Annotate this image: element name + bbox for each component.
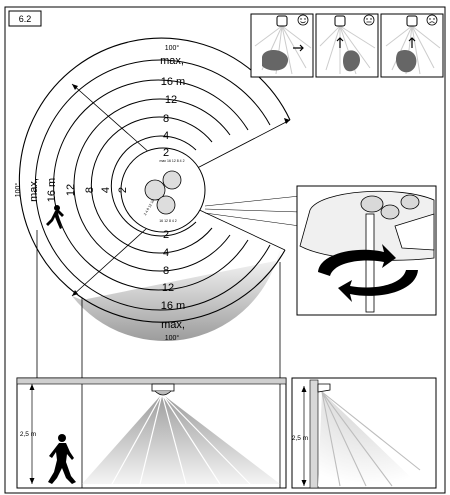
arrow-head [284, 118, 290, 124]
range-label-top-max: max, [160, 55, 184, 67]
walking-person-icon [46, 205, 64, 229]
angle-label-top: 100° [165, 44, 180, 52]
sensor-dial [156, 195, 176, 215]
dial-scale-text: max 16 12 8 4 2 [159, 159, 184, 163]
wall [309, 379, 319, 489]
range-label-bottom-8: 8 [163, 265, 169, 277]
range-label-left-max: max, [28, 178, 40, 202]
arrow-head [72, 84, 78, 90]
height-label-right: 2,5 m [292, 435, 308, 442]
zone-arc-8 [73, 98, 231, 272]
height-label-left: 2,5 m [20, 431, 36, 438]
zone-arc-2 [110, 135, 197, 237]
screwdriver-icon [365, 213, 375, 313]
top-view: max 16 12 8 4 2 2 4 8 12 16 16 12 8 4 2 … [14, 37, 291, 378]
range-label-top-12: 12 [165, 94, 177, 106]
angle-label-left: 100° [14, 183, 22, 198]
sad-face-icon [426, 14, 438, 26]
dial-scale-text: 16 12 8 4 2 [159, 219, 177, 223]
range-label-left-2: 2 [117, 187, 129, 193]
range-label-left-4: 4 [100, 187, 112, 193]
range-label-left-8: 8 [84, 187, 96, 193]
range-label-bottom-12: 12 [162, 282, 174, 294]
range-label-bottom-2: 2 [163, 229, 169, 241]
range-label-left-16: 16 m [46, 178, 58, 202]
rotate-arrow-icon [338, 270, 418, 302]
angle-label-bottom: 100° [165, 334, 180, 342]
zone-arc-12 [53, 79, 249, 291]
range-label-top-2: 2 [163, 147, 169, 159]
zone-arc-16 [34, 59, 271, 311]
rotation-inset [204, 185, 437, 316]
detection-cone [82, 394, 280, 484]
range-label-top-4: 4 [163, 130, 169, 142]
range-label-top-8: 8 [163, 113, 169, 125]
figure-label: 6.2 [19, 14, 32, 24]
rotate-arrow-icon [318, 244, 396, 276]
zone-arc-4 [90, 116, 213, 254]
inset-panel-tangential [250, 13, 314, 78]
walking-person-icon [48, 434, 76, 484]
range-label-bottom-max: max, [161, 319, 185, 331]
arrow-head [72, 290, 78, 296]
zone-arc-max [18, 37, 291, 323]
happy-face-icon [297, 14, 309, 26]
sensor-mounted [151, 383, 175, 392]
sensor-dial [144, 179, 166, 201]
sensor-mounted [317, 383, 331, 393]
range-label-bottom-4: 4 [163, 247, 169, 259]
inset-panel-frontal [315, 13, 379, 78]
neutral-face-icon [363, 14, 375, 26]
figure-label-box [8, 10, 42, 27]
range-label-bottom-16: 16 m [161, 300, 185, 312]
ceiling [16, 377, 287, 385]
range-label-left-12: 12 [65, 184, 77, 196]
range-label-top-16: 16 m [161, 76, 185, 88]
sensor-dial [162, 170, 182, 190]
inset-panel-direct [380, 13, 444, 78]
side-view-wall: 2,5 m [291, 377, 437, 489]
outer-frame [4, 6, 446, 494]
detection-cone [318, 392, 420, 486]
side-view: 2,5 m [16, 377, 287, 489]
detection-shade [72, 248, 280, 341]
